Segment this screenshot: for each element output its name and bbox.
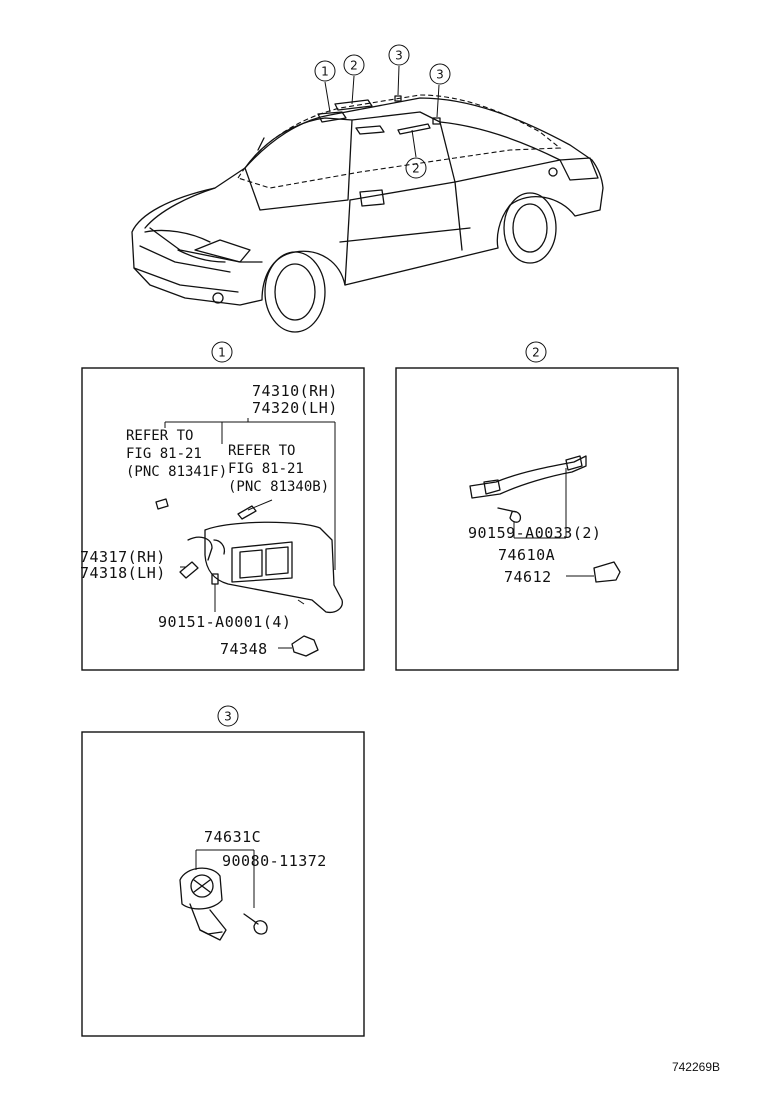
sun-visor-body: [204, 521, 343, 614]
figure-code: 742269B: [672, 1060, 720, 1074]
pn-hook: 74631C: [204, 828, 261, 846]
callout-2-car-a: 2: [350, 59, 358, 73]
visor-pin-part: [237, 505, 257, 520]
ref-a-line2: FIG 81-21: [126, 446, 202, 462]
pn-holder-lh: 74318(LH): [80, 564, 166, 582]
ref-a-line3: (PNC 81341F): [126, 464, 227, 480]
ref-b-line2: FIG 81-21: [228, 461, 304, 477]
pn-holder-rh: 74317(RH): [80, 548, 166, 566]
callout-2-car-b: 2: [412, 162, 420, 176]
pn-screw-panel2: 90159-A0033(2): [468, 524, 601, 542]
visor-holder-part: [187, 536, 213, 561]
ref-b-line3: (PNC 81340B): [228, 479, 329, 495]
grip-screw-part: [497, 507, 522, 523]
screw-part: [211, 573, 219, 585]
panel-1-sun-visor: 1 74310(RH) 74320(LH) REFER TO FIG 81-21…: [80, 341, 365, 671]
car-illustration: [131, 94, 604, 333]
panel-1-callout: 1: [218, 346, 226, 360]
ref-a-line1: REFER TO: [126, 428, 193, 444]
pn-cover: 74612: [504, 568, 552, 586]
callout-1-car: 1: [321, 65, 329, 79]
callout-3-car-a: 3: [395, 49, 403, 63]
grip-cover-part: [593, 561, 621, 583]
pn-visor-lh: 74320(LH): [252, 399, 338, 417]
coat-hook-part: [179, 867, 223, 910]
assist-grip-part: [469, 455, 587, 499]
panel-2-callout: 2: [532, 346, 540, 360]
pn-grip: 74610A: [498, 546, 555, 564]
callout-3-car-b: 3: [436, 68, 444, 82]
visor-clip-part: [155, 498, 169, 510]
pn-screw-panel1: 90151-A0001(4): [158, 613, 291, 631]
panel-3-callout: 3: [224, 710, 232, 724]
pn-screw-panel3: 90080-11372: [222, 852, 327, 870]
car-callouts: 1 2 3 3 2: [314, 44, 451, 179]
clip-74348-part: [291, 635, 319, 657]
panel-3-coat-hook: 3 74631C 90080-11372: [81, 705, 365, 1037]
panel-2-assist-grip: 2 90159-A0033(2) 74610A 74612: [395, 341, 679, 671]
pn-visor-rh: 74310(RH): [252, 382, 338, 400]
pn-clip: 74348: [220, 640, 268, 658]
ref-b-line1: REFER TO: [228, 443, 295, 459]
hook-screw-part: [243, 913, 268, 935]
